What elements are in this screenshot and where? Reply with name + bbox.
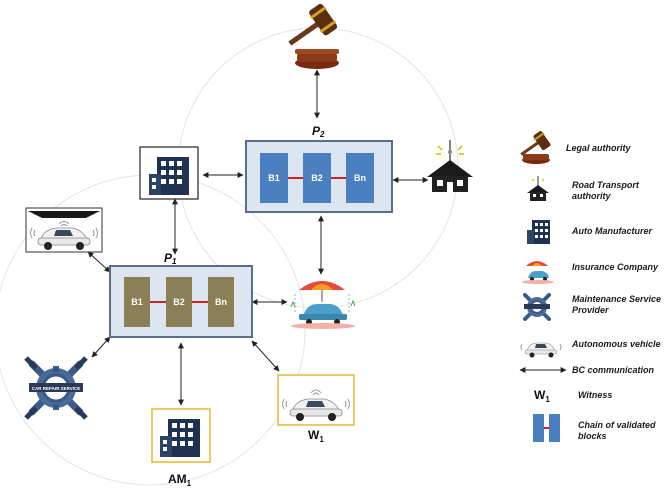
platform-p2: B1 B2 Bn xyxy=(245,140,393,213)
p2-title: P2 xyxy=(312,124,325,139)
maintenance-badge-text: CAR REPAIR SERVICE xyxy=(32,386,81,391)
legend-car-icon xyxy=(520,342,562,358)
auto-manufacturer-node xyxy=(139,146,199,200)
legend-witness-label: Witness xyxy=(578,390,613,400)
p2-block-label: B2 xyxy=(311,173,323,183)
p2-block-label: Bn xyxy=(354,173,366,183)
legend-chain-line1: Chain of validated xyxy=(578,420,656,430)
legend-legal-label: Legal authority xyxy=(566,143,631,153)
legend-building-icon xyxy=(527,220,550,244)
insurance-company-icon xyxy=(290,281,356,329)
w1-label: W1 xyxy=(308,428,324,444)
legend-maint-line1: Maintenance Service xyxy=(572,294,662,304)
gavel-icon xyxy=(288,3,339,69)
arrow-p1-maint xyxy=(91,336,111,358)
p1-block-2 xyxy=(166,277,192,327)
background-circles xyxy=(0,27,459,486)
car-icon xyxy=(282,389,350,421)
bc-connections xyxy=(87,69,429,406)
w1-node xyxy=(277,374,355,426)
building-icon xyxy=(160,419,200,457)
legend-auto-label: Auto Manufacturer xyxy=(572,226,653,236)
arrow-av-p1 xyxy=(87,251,111,273)
legend-gavel-icon xyxy=(520,131,551,164)
p1-block-label: Bn xyxy=(215,297,227,307)
legend-witness-symbol: W1 xyxy=(534,388,550,404)
p1-title: P1 xyxy=(164,251,177,266)
p1-block-n xyxy=(208,277,234,327)
legend-insurance-icon xyxy=(522,261,554,284)
autonomous-vehicle-node xyxy=(25,207,103,253)
legend-road-line2: authority xyxy=(572,191,611,201)
legend-bc-label: BC communication xyxy=(572,365,655,375)
p1-block-label: B2 xyxy=(173,297,185,307)
legend-insurance-label: Insurance Company xyxy=(572,262,659,272)
am1-label: AM1 xyxy=(168,472,192,488)
p2-block-1 xyxy=(260,153,288,203)
road-transport-house-icon xyxy=(427,140,473,192)
building-icon xyxy=(149,157,189,195)
p2-block-2 xyxy=(303,153,331,203)
legend-road-line1: Road Transport xyxy=(572,180,639,190)
arrow-p1-w1 xyxy=(251,340,280,372)
am1-node xyxy=(151,408,211,463)
p2-block-n xyxy=(346,153,374,203)
legend-house-icon xyxy=(527,176,549,201)
car-icon xyxy=(30,221,98,250)
legend-maint-line2: Provider xyxy=(572,305,609,315)
p1-block-label: B1 xyxy=(131,297,143,307)
legend-chain-icon xyxy=(533,414,560,442)
maintenance-service-node: CAR REPAIR SERVICE xyxy=(24,356,88,420)
p1-block-1 xyxy=(124,277,150,327)
legend-maintenance-icon xyxy=(523,293,551,321)
platform-p1: B1 B2 Bn xyxy=(109,265,253,338)
legend-chain-line2: blocks xyxy=(578,431,607,441)
p2-block-label: B1 xyxy=(268,173,280,183)
legend-av-label: Autonomous vehicle xyxy=(572,339,661,349)
